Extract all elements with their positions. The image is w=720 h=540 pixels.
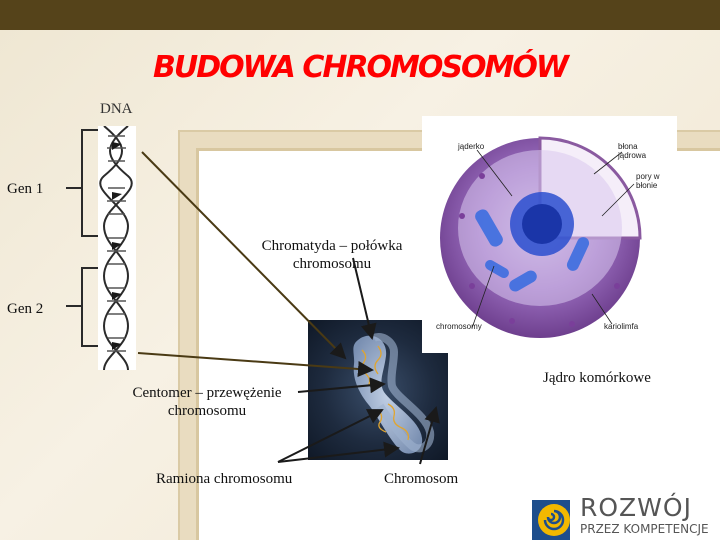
logo-swirl-icon	[532, 494, 576, 540]
gen1-label: Gen 1	[7, 180, 43, 198]
dna-label: DNA	[100, 100, 133, 118]
centromere-label: Centomer – przewężenie chromosomu	[116, 384, 298, 420]
rozwoj-logo: ROZWÓJ PRZEZ KOMPETENCJE	[532, 494, 720, 540]
logo-subtitle: PRZEZ KOMPETENCJE	[580, 522, 709, 536]
arms-label: Ramiona chromosomu	[156, 470, 292, 488]
nucleus-label-kariolimfa: kariolimfa	[604, 322, 638, 331]
logo-name: ROZWÓJ	[580, 494, 692, 522]
nucleus-label-jaderko: jąderko	[458, 142, 484, 151]
chromatid-label: Chromatyda – połówka chromosomu	[247, 237, 417, 273]
nucleus-label: Jądro komórkowe	[543, 369, 651, 387]
gen2-label: Gen 2	[7, 300, 43, 318]
top-bar	[0, 0, 720, 30]
nucleus-label-chromosomy: chromosomy	[436, 322, 482, 331]
cell-nucleus-image: jąderko błona jądrowa pory w błonie chro…	[422, 116, 677, 353]
dna-helix-image	[98, 126, 136, 370]
slide-title: BUDOWA CHROMOSOMÓW	[0, 50, 720, 85]
chromosome-label: Chromosom	[384, 470, 458, 488]
nucleus-label-pory: pory w błonie	[636, 172, 677, 190]
nucleus-label-blona: błona jądrowa	[618, 142, 664, 160]
